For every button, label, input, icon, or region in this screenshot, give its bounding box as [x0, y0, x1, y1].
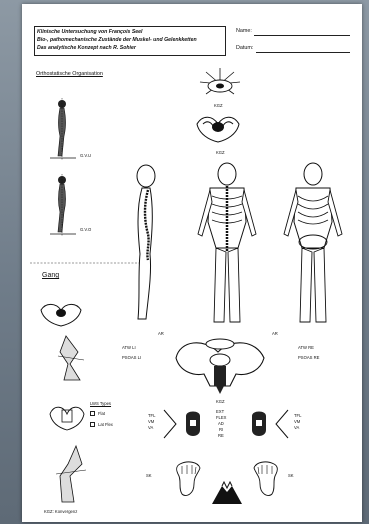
kgz-pelvis-label: KGZ	[216, 400, 225, 404]
feet-stance-figure	[210, 480, 244, 506]
knee-motion-ri: RI	[219, 428, 223, 432]
name-field[interactable]	[254, 35, 350, 36]
lws-types-figure	[48, 402, 86, 432]
sk-left-label: SK	[146, 474, 152, 478]
kgz-konvergenz-label: KGZ: Konvergenz	[44, 510, 77, 514]
knee-motion-flex: FLEX	[216, 416, 226, 420]
ar-left-label: AR	[158, 332, 164, 336]
gvo-label: G.V.O	[80, 228, 91, 232]
va-right-label: VA	[294, 426, 299, 430]
va-left-label: VA	[148, 426, 153, 430]
skeleton-back-figure	[194, 162, 260, 326]
pelvis-top-figure	[193, 112, 243, 146]
standing-profile-figure-2	[48, 174, 78, 240]
foot-left-figure	[174, 460, 204, 500]
gang-leg-figure-1	[56, 334, 86, 382]
kgz-top-label: KGZ	[214, 104, 223, 108]
knee-right-figure	[248, 408, 290, 440]
psoas-li-label: PSOAS LI	[122, 356, 141, 360]
knee-motion-ad: AD	[218, 422, 224, 426]
gvu-label: G.V.U	[80, 154, 91, 158]
skeleton-front-figure	[280, 162, 346, 326]
foot-right-figure	[250, 460, 280, 500]
date-label: Datum:	[236, 46, 253, 51]
tfl-right-label: TFL	[294, 414, 301, 418]
kgz-mid-label: KGZ	[216, 151, 225, 155]
document-page: Klinische Untersuchung von François Seel…	[22, 4, 362, 522]
head-top-view-figure	[198, 66, 242, 102]
vm-right-label: VM	[294, 420, 300, 424]
standing-profile-figure-1	[48, 98, 78, 164]
pelvis-front-figure	[170, 334, 270, 396]
header-line-3: Das analytische Konzept nach R. Sohier	[37, 46, 136, 51]
section-gang-title: Gang	[42, 272, 59, 279]
gang-leg-figure-2	[56, 444, 86, 506]
knee-motion-re: RE	[218, 434, 224, 438]
tfl-left-label: TFL	[148, 414, 155, 418]
psoas-re-label: PSOAS RE	[298, 356, 319, 360]
vm-left-label: VM	[148, 420, 154, 424]
lat-flex-checkbox[interactable]	[90, 422, 95, 427]
lat-flex-label: Lat Flex	[98, 423, 113, 427]
date-field[interactable]	[256, 52, 350, 53]
sk-right-label: SK	[288, 474, 294, 478]
knee-left-figure	[162, 408, 204, 440]
flat-checkbox[interactable]	[90, 411, 95, 416]
atw-li-label: ATW LI	[122, 346, 136, 350]
ar-right-label: AR	[272, 332, 278, 336]
name-label: Name:	[236, 29, 252, 34]
section-orthostatic-title: Orthostatische Organisation	[36, 72, 103, 77]
knee-motion-ext: EXT	[216, 410, 224, 414]
atw-re-label: ATW RE	[298, 346, 314, 350]
header-line-1: Klinische Untersuchung von François Seel	[37, 30, 143, 35]
lws-types-label: LWS Types	[90, 402, 111, 406]
header-box: Klinische Untersuchung von François Seel…	[34, 26, 226, 56]
header-line-2: Bio-, pathomechanische Zustände der Musk…	[37, 38, 197, 43]
flat-label: Flat	[98, 412, 105, 416]
skeleton-side-figure	[126, 164, 166, 324]
gang-pelvis-figure	[38, 300, 84, 328]
